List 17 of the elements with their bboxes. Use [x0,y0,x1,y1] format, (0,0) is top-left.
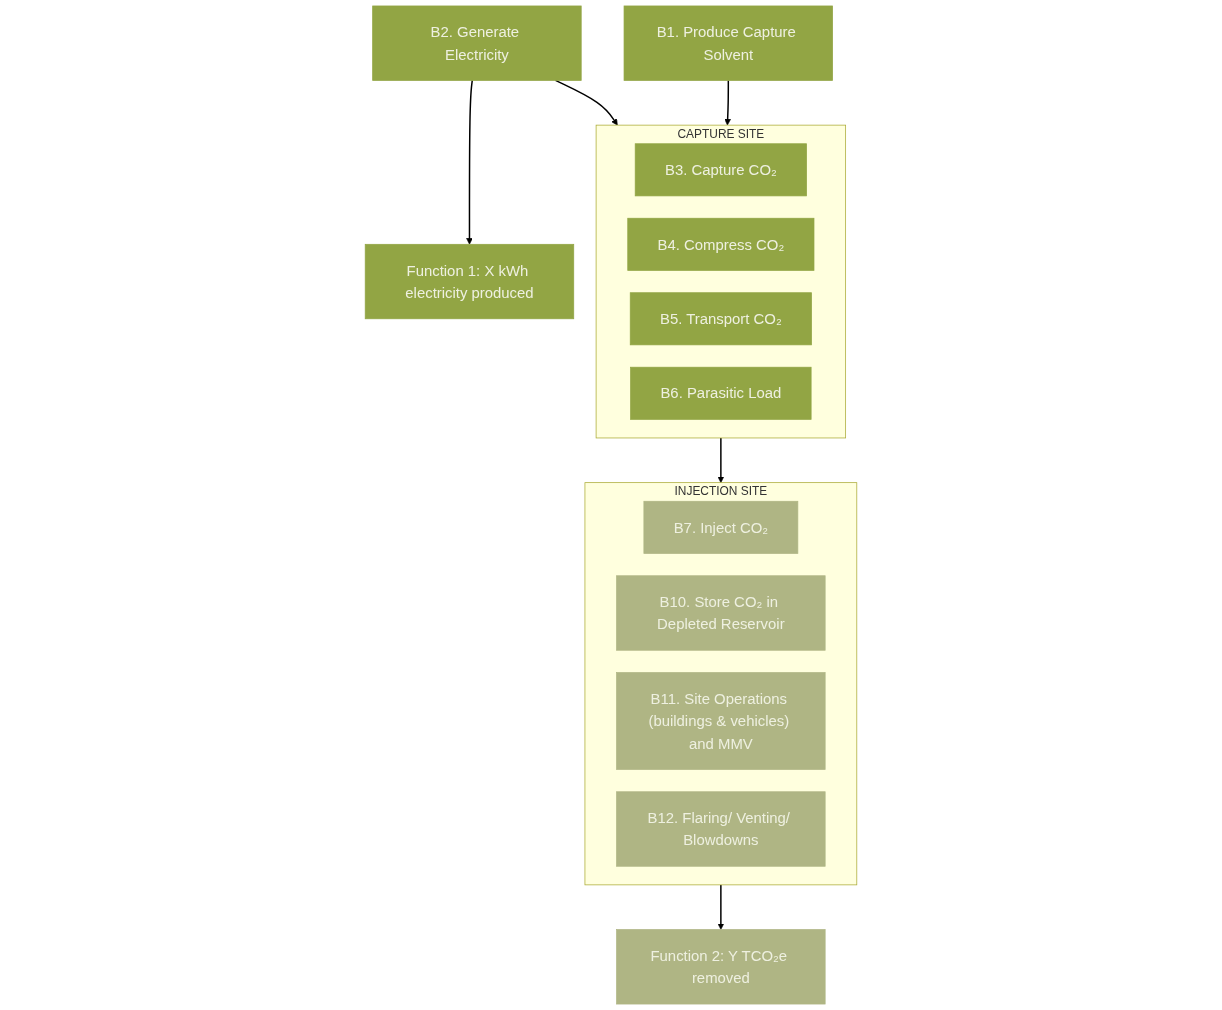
node-box: B10. Store CO₂ in Depleted Reservoir [616,575,826,651]
node-box: B2. Generate Electricity [372,5,582,81]
node-box: B3. Capture CO₂ [634,143,807,197]
arrow [554,79,618,126]
arrow [466,79,473,245]
arrow [717,437,725,483]
node-box: B1. Produce Capture Solvent [623,5,833,81]
node-box: Function 2: Y TCO₂e removed [616,929,826,1005]
arrow [724,79,731,126]
node-box: B7. Inject CO₂ [643,500,799,554]
node-box: B5. Transport CO₂ [629,292,812,346]
node-box: B6. Parasitic Load [630,366,812,420]
node-box: Function 1: X kWh electricity produced [364,243,575,320]
node-box: B4. Compress CO₂ [627,217,815,271]
node-box: B12. Flaring/ Venting/ Blowdowns [616,791,826,867]
node-box: B11. Site Operations (buildings & vehicles) and MMV [616,672,826,770]
arrow [717,884,725,930]
